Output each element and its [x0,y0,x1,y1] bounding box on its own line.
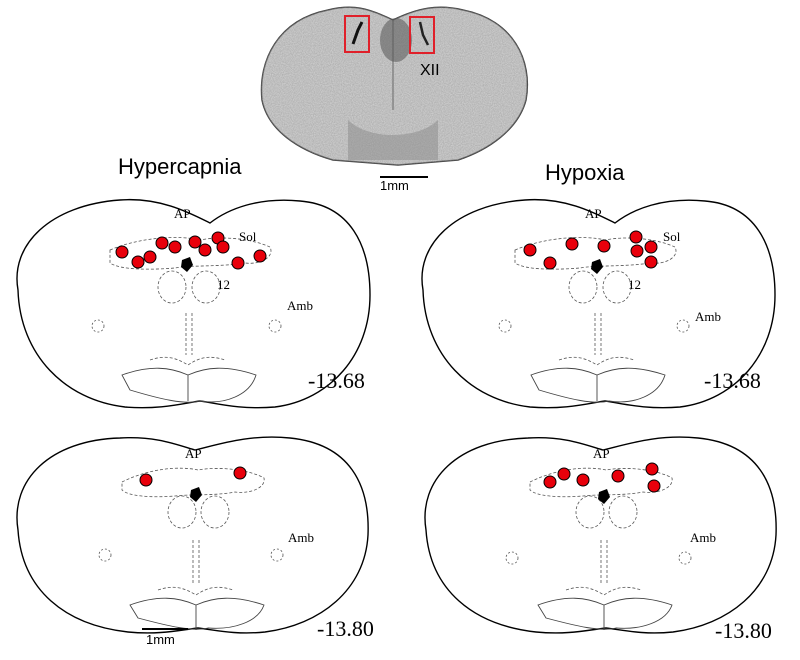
activation-dot [645,462,659,476]
coordinate-label: -13.80 [715,618,772,643]
atlas-panel-hypercapnia-13-68: AP Sol 12 Amb -13.68 [10,195,390,425]
activation-dot [216,240,230,254]
scale-bar-bottom [142,628,188,630]
activation-dot [233,466,247,480]
ap-label: AP [585,206,602,221]
amb-label: Amb [695,309,721,324]
ap-label: AP [593,446,610,461]
activation-dot [565,237,579,251]
scale-bar-top: 1mm [380,176,428,193]
atlas-panel-hypercapnia-13-80: AP Amb 1mm -13.80 [10,430,390,660]
ap-label: AP [174,206,191,221]
activation-dot [576,473,590,487]
activation-dot [557,467,571,481]
activation-dots [523,230,658,270]
atlas-panel-hypoxia-13-68: AP Sol 12 Amb -13.68 [415,195,795,425]
activation-dot [143,250,157,264]
activation-dot [611,469,625,483]
activation-dot [597,239,611,253]
sol-label: Sol [239,229,257,244]
central-canal-marker [598,489,610,504]
nerve-12-label: 12 [217,277,230,292]
activation-dot [630,244,644,258]
brainstem-micrograph: XII [258,0,530,166]
sol-label: Sol [663,229,681,244]
activation-dot [644,255,658,269]
amb-label: Amb [288,530,314,545]
activation-dot [155,236,169,250]
activation-dot [644,240,658,254]
activation-dot [543,475,557,489]
scale-bar-bottom-label: 1mm [146,632,175,647]
activation-dot [198,243,212,257]
activation-dot [523,243,537,257]
central-canal-marker [190,487,202,502]
coordinate-label: -13.68 [704,368,761,393]
activation-dots [543,462,661,493]
activation-dot [647,479,661,493]
activation-dot [231,256,245,270]
activation-dots [139,466,247,487]
activation-dot [115,245,129,259]
activation-dot [629,230,643,244]
activation-dots [115,231,267,270]
scale-bar-top-label: 1mm [380,178,409,193]
activation-dot [253,249,267,263]
activation-dot [543,256,557,270]
amb-label: Amb [287,298,313,313]
ap-label: AP [185,446,202,461]
roi-box-left [344,15,370,53]
xii-label: XII [420,62,440,79]
activation-dot [131,255,145,269]
amb-label: Amb [690,530,716,545]
activation-dot [188,235,202,249]
activation-dot [168,240,182,254]
coordinate-label: -13.68 [308,368,365,393]
central-canal-marker [591,259,603,274]
central-canal-marker [181,257,193,272]
coordinate-label: -13.80 [317,616,374,641]
roi-box-right [409,16,435,54]
atlas-panel-hypoxia-13-80: AP Amb -13.80 [418,430,798,660]
column-title-hypercapnia: Hypercapnia [118,154,242,179]
nerve-12-label: 12 [628,277,641,292]
activation-dot [139,473,153,487]
column-title-hypoxia: Hypoxia [545,160,625,185]
